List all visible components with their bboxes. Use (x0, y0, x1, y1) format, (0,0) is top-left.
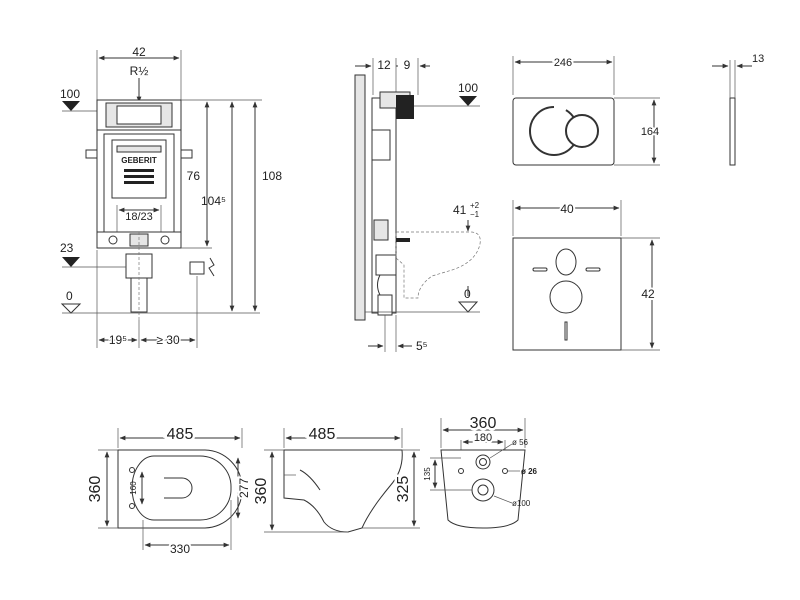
plate-height-label: 164 (641, 126, 659, 138)
bowl-back-view: 360 180 ø 56 ø 26 ø100 135 (423, 413, 538, 529)
back-vertical-label: 135 (423, 467, 432, 481)
height-108-label: 108 (262, 169, 282, 183)
bowl-side-length-label: 485 (309, 426, 336, 443)
frame-side-view: 12 9 100 41 +2 −1 0 5⁵ (354, 58, 481, 353)
frame-width-label: 42 (132, 45, 146, 59)
bowl-side-view: 485 360 325 (251, 424, 420, 533)
pad-height-label: 42 (641, 287, 655, 301)
level-23-label: 23 (60, 241, 74, 255)
side-level-marker-top (459, 96, 477, 106)
brand-label: GEBERIT (121, 156, 157, 165)
level-marker-mid (62, 257, 80, 267)
back-hole-spacing-label: 180 (474, 432, 492, 444)
hole-dia-large-label: ø100 (512, 499, 531, 508)
pad-width-label: 40 (560, 202, 574, 216)
pipe-spacing-label: 18/23 (125, 211, 153, 223)
depth-9-label: 9 (404, 58, 411, 72)
depth-12-label: 12 (377, 58, 391, 72)
height-1045-label: 104⁵ (201, 194, 226, 208)
wall-offset-label: 5⁵ (416, 339, 428, 353)
hole-spacing-160-label: 160 (129, 481, 138, 495)
side-level-0-label: 0 (464, 287, 471, 301)
bowl-top-width-label: 360 (87, 476, 104, 503)
bowl-side-width-label: 360 (253, 478, 270, 505)
level-0-label: 0 (66, 289, 73, 303)
side-level-100-label: 100 (458, 81, 478, 95)
side-level-marker-zero (457, 301, 479, 313)
back-width-label: 360 (470, 415, 497, 432)
plate-thickness-label: 13 (752, 53, 764, 65)
level-100-label: 100 (60, 87, 80, 101)
flush-plate-view: 246 164 13 (512, 53, 764, 166)
level-marker-zero (60, 303, 82, 314)
offset-right-label: ≥ 30 (156, 333, 180, 347)
inner-length-330-label: 330 (170, 542, 190, 556)
bowl-tol-minus-label: −1 (470, 210, 480, 219)
bowl-top-length-label: 485 (167, 426, 194, 443)
height-76-label: 76 (187, 169, 201, 183)
hole-dia-mid-label: ø 26 (521, 467, 538, 476)
bowl-tol-plus-label: +2 (470, 201, 480, 210)
hole-dia-small-label: ø 56 (512, 438, 529, 447)
inner-width-277-label: 277 (237, 478, 251, 498)
thread-label: R½ (130, 64, 149, 78)
bowl-top-view: 485 360 160 277 330 (85, 424, 254, 559)
bowl-height-label: 41 (453, 203, 467, 217)
offset-left-label: 19⁵ (109, 333, 127, 347)
frame-front-view: 42 R½ 100 GEBERIT 18/23 (60, 45, 282, 349)
sound-pad-view: 40 42 (512, 200, 660, 351)
level-marker-top (62, 101, 80, 111)
plate-width-label: 246 (554, 57, 572, 69)
bowl-side-height-label: 325 (395, 476, 412, 503)
